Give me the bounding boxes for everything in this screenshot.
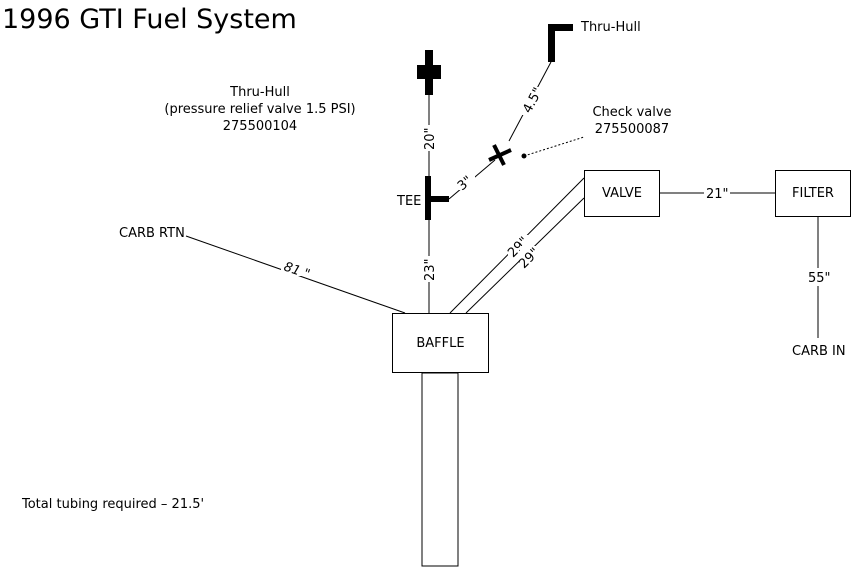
tee-label: TEE xyxy=(397,194,422,209)
check-valve-part-number: 275500087 xyxy=(594,122,670,137)
length-tee-to-check: 3" xyxy=(455,173,476,194)
relief-thru-hull-crossbar xyxy=(417,65,441,79)
length-tee-to-baffle: 23" xyxy=(422,256,438,282)
svg-text:23": 23" xyxy=(423,258,438,281)
carb-in-label: CARB IN xyxy=(792,344,846,359)
relief-thru-hull-part-number: 275500104 xyxy=(222,119,298,134)
relief-thru-hull-line2: (pressure relief valve 1.5 PSI) xyxy=(164,102,356,117)
relief-thru-hull-label: Thru-Hull (pressure relief valve 1.5 PSI… xyxy=(150,84,370,135)
thru-hull-elbow-arm xyxy=(548,24,573,31)
length-valve-to-filter: 21" xyxy=(704,186,730,202)
carb-rtn-label: CARB RTN xyxy=(119,226,185,241)
check-valve-leader xyxy=(523,136,585,157)
check-valve-line1: Check valve xyxy=(592,105,672,120)
svg-text:20": 20" xyxy=(423,127,438,150)
baffle-tube xyxy=(421,372,459,567)
valve-label: VALVE xyxy=(602,186,642,201)
length-carb-rtn: 81 " xyxy=(281,260,312,282)
check-valve-symbol xyxy=(492,144,506,166)
tee-fitting xyxy=(425,176,431,220)
length-baffle-to-valve-b: 29" xyxy=(516,245,543,272)
check-valve-leader-dot xyxy=(521,153,527,159)
length-check-to-thru-hull: 4.5" xyxy=(520,85,546,116)
thru-hull-elbow xyxy=(548,24,555,62)
valve-box: VALVE xyxy=(584,170,660,217)
tee-branch xyxy=(429,196,449,202)
baffle-box: BAFFLE xyxy=(392,313,489,373)
length-filter-to-carb-in: 55" xyxy=(806,268,832,286)
filter-box: FILTER xyxy=(775,170,851,217)
thru-hull-top-label: Thru-Hull xyxy=(581,20,641,35)
filter-label: FILTER xyxy=(792,186,834,201)
total-tubing-note: Total tubing required – 21.5' xyxy=(22,497,205,512)
svg-text:21": 21" xyxy=(706,187,729,202)
baffle-label: BAFFLE xyxy=(416,335,465,351)
svg-text:55": 55" xyxy=(808,271,831,286)
length-relief-to-tee: 20" xyxy=(422,125,438,151)
relief-thru-hull-line1: Thru-Hull xyxy=(230,85,290,100)
check-valve-label: Check valve 275500087 xyxy=(574,104,690,138)
diagram-title: 1996 GTI Fuel System xyxy=(2,4,297,35)
